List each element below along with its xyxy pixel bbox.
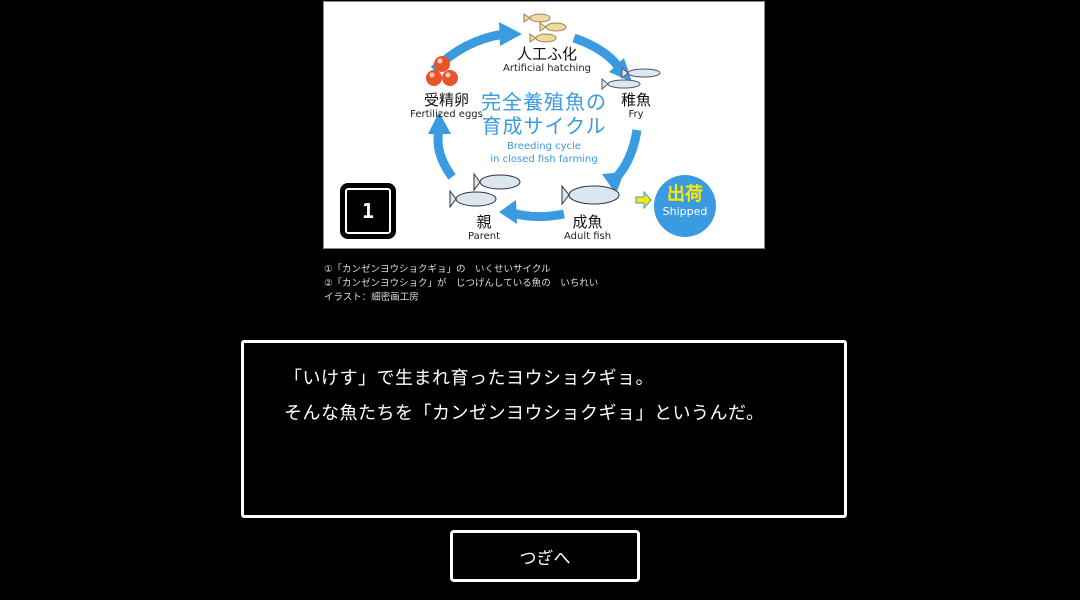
stage-en: Fry <box>628 109 644 120</box>
stage-jp: 親 <box>476 213 492 231</box>
stage-jp: 成魚 <box>572 213 603 231</box>
stage-en: Fertilized eggs <box>410 109 483 120</box>
page-number: 1 <box>361 199 375 223</box>
stage-adult-fish: 成魚 Adult fish <box>564 214 611 243</box>
stage-en: Adult fish <box>564 231 612 242</box>
next-button[interactable]: つぎへ <box>450 530 640 582</box>
stage-jp: 受精卵 <box>423 91 469 109</box>
shipped-jp: 出荷 <box>667 184 703 205</box>
stage-artificial-hatching: 人工ふ化 Artificial hatching <box>497 46 597 75</box>
dialog-line: そんな魚たちを「カンゼンヨウショクギョ」というんだ。 <box>284 403 765 424</box>
cycle-arrows <box>426 13 661 224</box>
cycle-subtitle: Breeding cycle in closed fish farming <box>464 140 624 166</box>
stage-jp: 稚魚 <box>620 91 651 109</box>
cycle-subtitle-line1: Breeding cycle <box>507 141 581 152</box>
stage-en: Parent <box>467 231 500 242</box>
shipped-en: Shipped <box>662 205 708 218</box>
dialog-box: 「いけす」で生まれ育ったヨウショクギョ。 そんな魚たちを「カンゼンヨウショクギョ… <box>241 340 847 518</box>
dialog-line: 「いけす」で生まれ育ったヨウショクギョ。 <box>284 368 654 389</box>
shipped-arrow-icon <box>635 190 652 210</box>
adult-fish-icon <box>561 184 620 206</box>
stage-fry: 稚魚 Fry <box>611 92 661 121</box>
image-captions: ①「カンゼンヨウショクギョ」の いくせいサイクル ②「カンゼンヨウショク」が じ… <box>324 263 598 305</box>
cycle-subtitle-line2: in closed fish farming <box>490 154 598 165</box>
hatchling-fish-icon <box>523 13 567 43</box>
stage-parent: 親 Parent <box>459 214 509 243</box>
next-button-label: つぎへ <box>519 548 571 569</box>
cycle-title-line2: 育成サイクル <box>481 114 607 138</box>
caption-credit: イラスト：細密画工房 <box>324 292 419 303</box>
shipped-badge: 出荷 Shipped <box>654 175 716 237</box>
page-number-badge: 1 <box>340 183 396 239</box>
stage-jp: 人工ふ化 <box>516 45 577 63</box>
fertilized-eggs-icon <box>426 56 458 86</box>
cycle-title: 完全養殖魚の 育成サイクル <box>464 90 624 138</box>
stage-en: Artificial hatching <box>503 63 591 74</box>
breeding-cycle-illustration: 人工ふ化 Artificial hatching 稚魚 Fry 成魚 Adult… <box>323 1 765 249</box>
caption-line: ②「カンゼンヨウショク」が じつげんしている魚の いちれい <box>324 278 599 289</box>
caption-line: ①「カンゼンヨウショクギョ」の いくせいサイクル <box>324 264 551 275</box>
fry-fish-icon <box>601 66 661 91</box>
cycle-title-line1: 完全養殖魚の <box>481 90 607 114</box>
dialog-text: 「いけす」で生まれ育ったヨウショクギョ。 そんな魚たちを「カンゼンヨウショクギョ… <box>284 361 764 431</box>
stage-fertilized-eggs: 受精卵 Fertilized eggs <box>409 92 484 121</box>
parent-fish-icon <box>449 172 521 209</box>
